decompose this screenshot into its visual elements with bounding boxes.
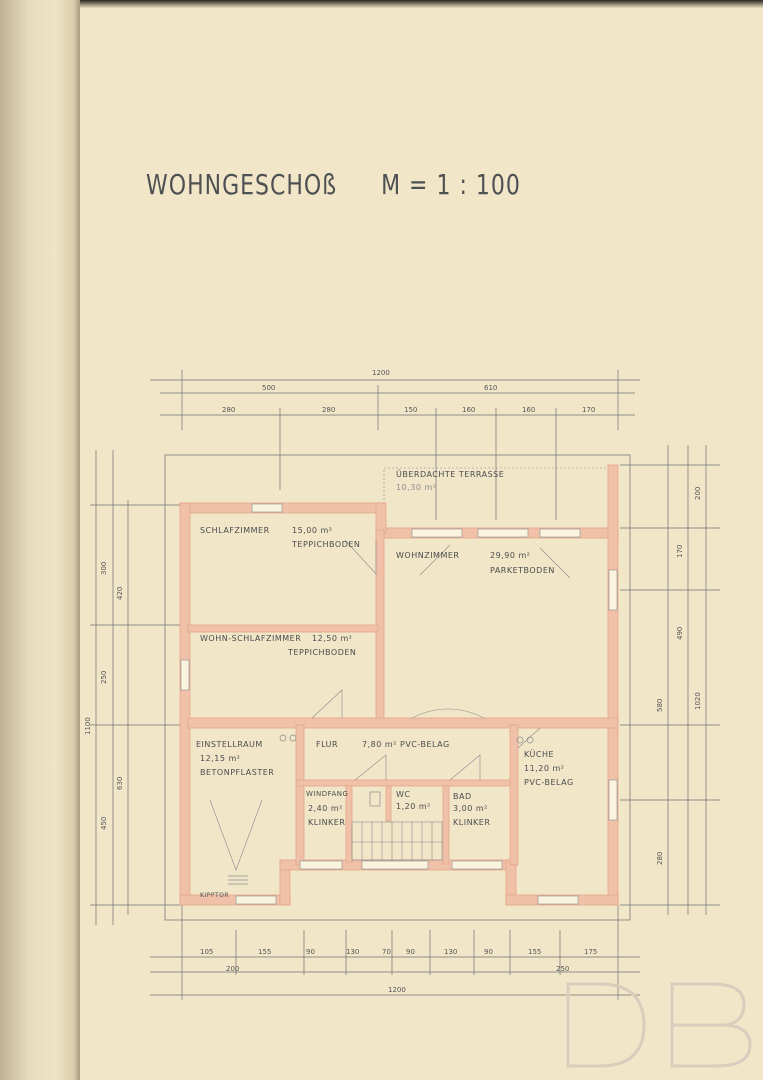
dim-top-c3: 150 [404,406,418,414]
dim-left-a: 420 [116,586,124,600]
room-bad-area: 3,00 m² [453,804,488,813]
dim-bottom-b: 155 [258,948,272,956]
room-wohnzimmer-name: WOHNZIMMER [396,551,460,560]
room-bad-floor: KLINKER [453,818,491,827]
dim-bottom-j: 175 [584,948,598,956]
room-flur-area: 7,80 m² [362,740,397,749]
room-einstellraum-name: EINSTELLRAUM [196,740,263,749]
fixtures [228,734,534,885]
dim-bottom-d: 130 [346,948,360,956]
dim-top-c4: 160 [462,406,476,414]
room-wohnzimmer-floor: PARKETBODEN [490,566,555,575]
dim-bottom-f: 90 [406,948,415,956]
room-terrasse-name: ÜBERDACHTE TERRASSE [396,470,505,479]
windows [180,503,618,905]
dim-top-c1: 280 [222,406,236,414]
room-wc-name: WC [396,790,411,799]
dim-left-total: 1100 [84,717,92,735]
room-windfang-name: WINDFANG [306,790,349,798]
top-dimension-lines [150,370,640,520]
room-kueche-name: KÜCHE [524,750,555,759]
dim-bottom-a: 105 [200,948,214,956]
bottom-dimension-lines [150,900,640,1000]
side-dimension-lines [90,445,720,925]
title-scale: M = 1 : 100 [381,170,521,202]
room-kueche-floor: PVC-BELAG [524,778,574,787]
room-flur-floor: PVC-BELAG [400,740,450,749]
room-wohnschlaf-area: 12,50 m² [312,634,353,643]
dim-right-f: 280 [656,851,664,865]
staircase [351,821,443,861]
room-schlafzimmer-area: 15,00 m² [292,526,333,535]
room-wc-area: 1,20 m² [396,802,431,811]
dim-bottom-i: 155 [528,948,542,956]
dim-top-c5: 160 [522,406,536,414]
dim-top-total: 1200 [372,369,390,377]
dim-right-b: 490 [676,626,684,640]
dim-bottom-k: 200 [226,965,240,973]
dim-top-c2: 280 [322,406,336,414]
room-windfang-floor: KLINKER [308,818,346,827]
dim-bottom-e: 70 [382,948,391,956]
dim-left-c: 300 [100,561,108,575]
dim-right-a: 200 [694,486,702,500]
dim-top-a: 500 [262,384,276,392]
room-wohnschlaf-name: WOHN-SCHLAFZIMMER [200,634,302,643]
dim-top-b: 610 [484,384,498,392]
plot-outline [164,454,631,921]
dim-right-c: 580 [656,698,664,712]
dim-top-c6: 170 [582,406,596,414]
book-spine [0,0,80,1080]
room-flur-name: FLUR [316,740,339,749]
title-text: WOHNGESCHOß [146,170,338,202]
dim-left-e: 450 [100,816,108,830]
dim-left-d: 250 [100,670,108,684]
room-schlafzimmer-name: SCHLAFZIMMER [200,526,270,535]
page-top-shadow [80,0,763,8]
room-wohnschlaf-floor: TEPPICHBODEN [288,648,357,657]
room-terrasse-area: 10,30 m² [396,483,437,492]
room-einstellraum-floor: BETONPFLASTER [200,768,275,777]
db-watermark-logo: DB [566,982,752,1068]
room-bad-name: BAD [453,792,472,801]
room-wohnzimmer-area: 29,90 m² [490,551,531,560]
room-einstellraum-area: 12,15 m² [200,754,241,763]
room-windfang-area: 2,40 m² [308,804,343,813]
dim-bottom-h: 90 [484,948,493,956]
room-schlafzimmer-floor: TEPPICHBODEN [292,540,361,549]
room-kueche-area: 11,20 m² [524,764,565,773]
dim-right-d: 1020 [694,692,702,710]
dim-bottom-c: 90 [306,948,315,956]
kipptor-label: KIPPTOR [200,892,229,899]
dim-bottom-total: 1200 [388,986,406,994]
dim-bottom-g: 130 [444,948,458,956]
dim-left-b: 630 [116,776,124,790]
drawing-title: WOHNGESCHOß M = 1 : 100 [146,170,521,201]
dim-right-e: 170 [676,544,684,558]
door-swings [209,539,571,871]
dim-bottom-l: 250 [556,965,570,973]
